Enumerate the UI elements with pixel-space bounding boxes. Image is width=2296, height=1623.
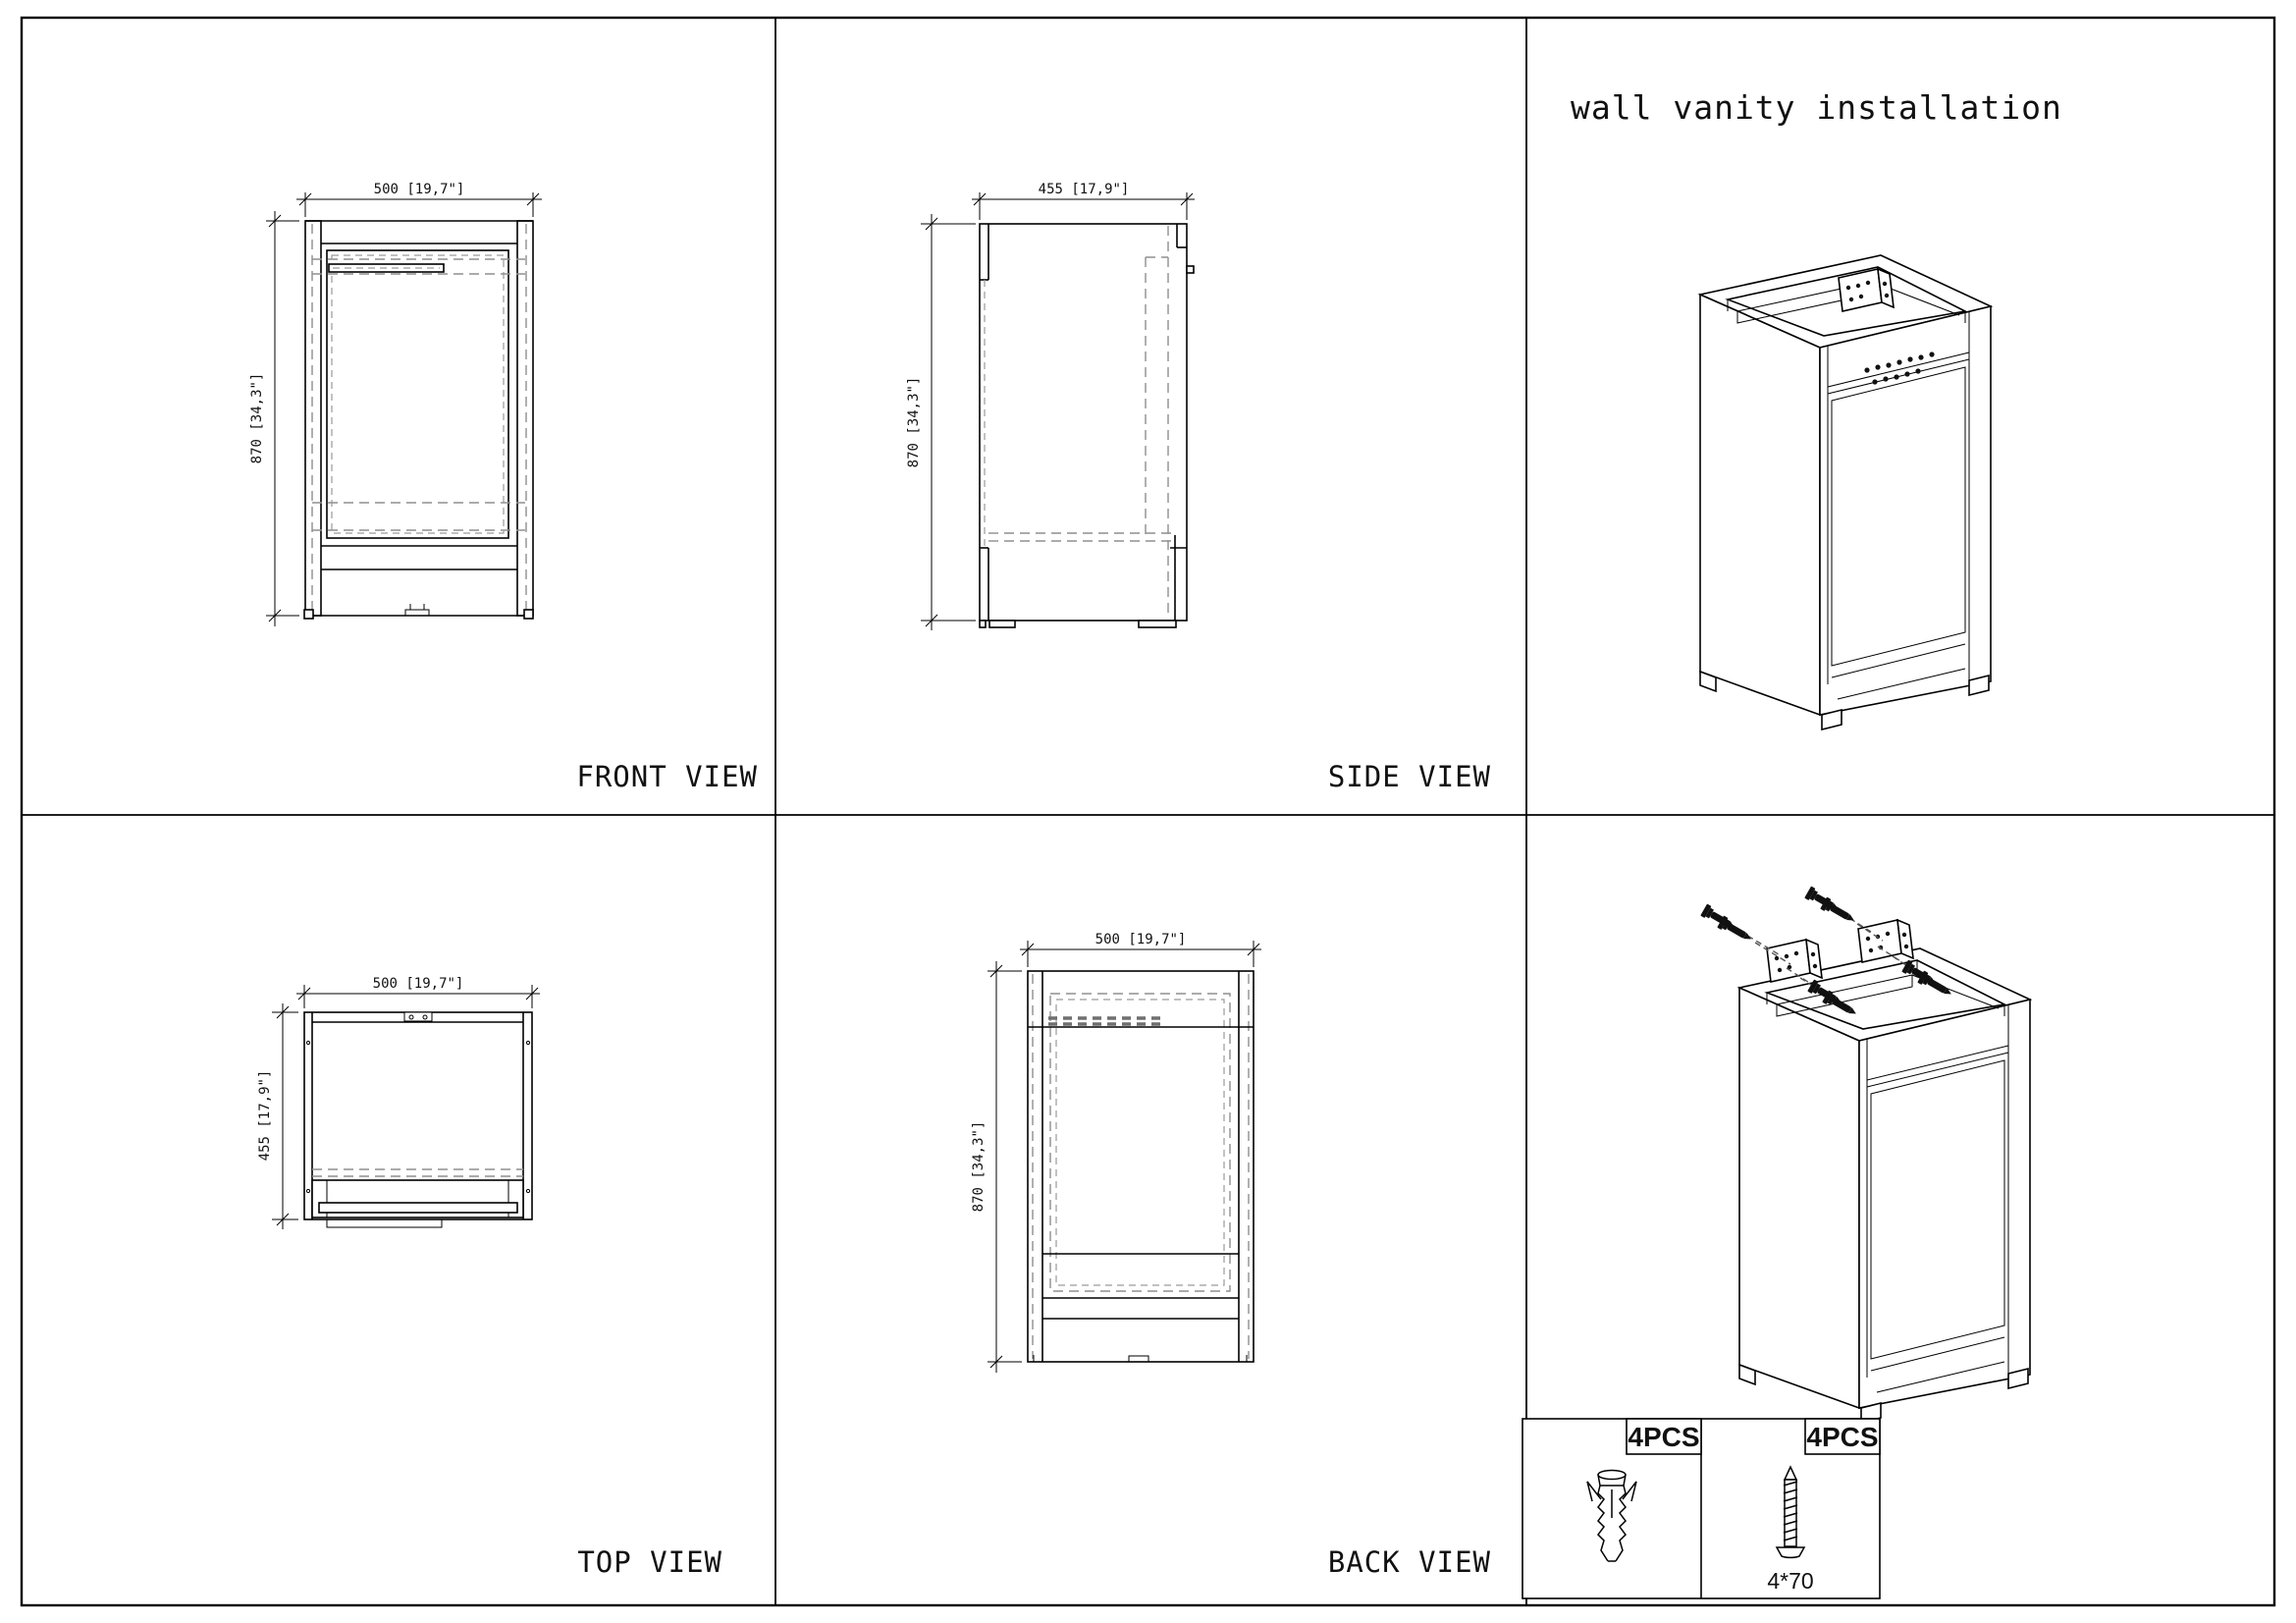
installation-panel: wall vanity installation bbox=[1571, 88, 2062, 730]
top-view: 500 [19,7"] 455 [17,9"] bbox=[257, 976, 722, 1579]
top-width-dim-text: 500 [19,7"] bbox=[373, 976, 464, 992]
anchor-qty-badge: 4PCS bbox=[1628, 1422, 1699, 1452]
screw-icon bbox=[1775, 1465, 1806, 1559]
front-height-dimension: 870 [34,3"] bbox=[249, 211, 299, 626]
back-view: 500 [19,7"] 870 [34,3"] bbox=[971, 932, 1491, 1579]
back-view-drawing bbox=[1027, 970, 1255, 1363]
front-height-dim-text: 870 [34,3"] bbox=[249, 373, 265, 464]
side-view: 455 [17,9"] 870 [34,3"] bbox=[906, 182, 1491, 793]
hardware-table: 4PCS 4PCS 4*70 bbox=[1522, 1418, 1881, 1599]
back-view-label: BACK VIEW bbox=[1328, 1545, 1491, 1579]
sheet-frame bbox=[20, 16, 2276, 1607]
wall-anchor-icon bbox=[1586, 1469, 1637, 1562]
installation-title: wall vanity installation bbox=[1571, 88, 2062, 127]
front-width-dim-text: 500 [19,7"] bbox=[374, 182, 465, 197]
back-width-dim-text: 500 [19,7"] bbox=[1095, 932, 1187, 947]
side-view-label: SIDE VIEW bbox=[1328, 760, 1491, 793]
screw-qty-badge: 4PCS bbox=[1806, 1422, 1878, 1452]
side-view-drawing bbox=[979, 223, 1195, 628]
front-view-label: FRONT VIEW bbox=[576, 760, 758, 793]
front-width-dimension: 500 [19,7"] bbox=[296, 182, 542, 217]
screw-icon bbox=[1820, 896, 1858, 927]
front-rail-holes bbox=[1864, 352, 1935, 385]
side-height-dim-text: 870 [34,3"] bbox=[906, 377, 922, 468]
side-width-dim-text: 455 [17,9"] bbox=[1039, 182, 1130, 197]
screw-icon bbox=[1717, 915, 1755, 946]
front-view: 500 [19,7"] 870 [34,3"] bbox=[249, 182, 758, 793]
top-height-dim-text: 455 [17,9"] bbox=[257, 1070, 273, 1162]
top-handle bbox=[318, 1202, 518, 1214]
top-height-dimension: 455 [17,9"] bbox=[257, 1003, 298, 1229]
back-height-dim-text: 870 [34,3"] bbox=[971, 1121, 987, 1213]
isometric-cabinet-brackets bbox=[1699, 254, 1992, 730]
back-width-dimension: 500 [19,7"] bbox=[1020, 932, 1261, 967]
installation-screws-panel: 4PCS 4PCS 4*70 bbox=[1522, 886, 2031, 1599]
top-view-label: TOP VIEW bbox=[577, 1545, 722, 1579]
side-width-dimension: 455 [17,9"] bbox=[972, 182, 1195, 220]
screw-size-label: 4*70 bbox=[1767, 1568, 1813, 1594]
top-width-dimension: 500 [19,7"] bbox=[296, 976, 540, 1008]
back-height-dimension: 870 [34,3"] bbox=[971, 961, 1022, 1373]
front-view-drawing bbox=[303, 220, 534, 620]
top-view-drawing bbox=[303, 1011, 533, 1228]
side-handle bbox=[1186, 265, 1195, 274]
side-height-dimension: 870 [34,3"] bbox=[906, 214, 976, 630]
